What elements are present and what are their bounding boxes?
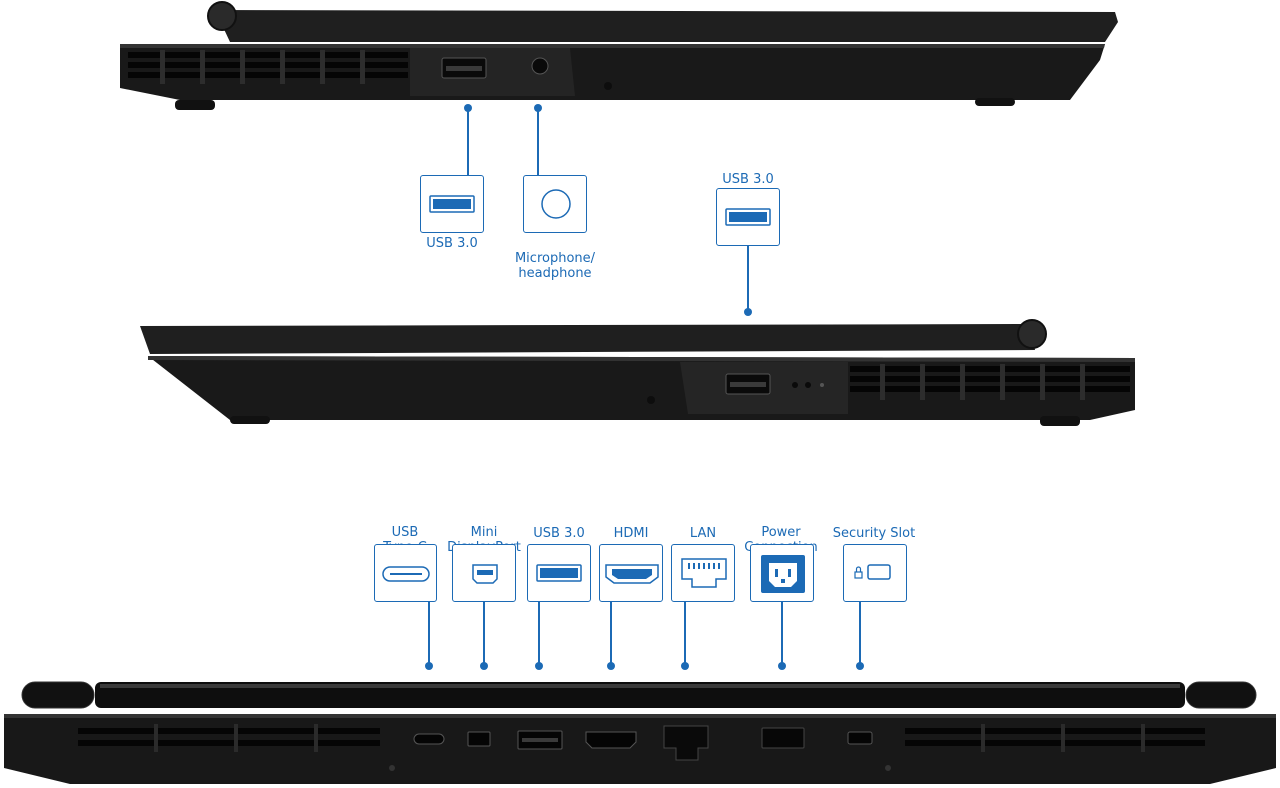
usb-right-leader-line bbox=[747, 246, 749, 312]
audio-leader-dot bbox=[534, 104, 542, 112]
security-leader-dot bbox=[856, 662, 864, 670]
hdmi-leader-dot bbox=[607, 662, 615, 670]
power-leader-line bbox=[781, 602, 783, 664]
usb-a-icon bbox=[716, 188, 780, 246]
audio-label-text: Microphone/ headphone bbox=[514, 251, 596, 281]
audio-leader-line bbox=[537, 108, 539, 176]
power-connector-icon bbox=[750, 544, 814, 602]
laptop-rear-view bbox=[0, 676, 1280, 788]
port-label-audio: Microphone/ headphone bbox=[515, 236, 595, 296]
laptop-right-side-illustration bbox=[140, 319, 1135, 426]
mini-dp-leader-line bbox=[483, 602, 485, 664]
port-label-lan: LAN bbox=[689, 526, 717, 541]
audio-jack-icon bbox=[523, 175, 587, 233]
usb-a-icon bbox=[420, 175, 484, 233]
hdmi-leader-line bbox=[610, 602, 612, 664]
usb-c-leader-line bbox=[428, 602, 430, 664]
usb-rear-leader-dot bbox=[535, 662, 543, 670]
port-label-security: Security Slot bbox=[832, 526, 916, 541]
mini-displayport-icon bbox=[452, 544, 516, 602]
usb-rear-leader-line bbox=[538, 602, 540, 664]
power-leader-dot bbox=[778, 662, 786, 670]
port-label-usb-right: USB 3.0 bbox=[722, 172, 774, 187]
lock-slot-icon bbox=[843, 544, 907, 602]
usb-c-icon bbox=[374, 544, 437, 602]
lan-leader-dot bbox=[681, 662, 689, 670]
usb-a-icon bbox=[527, 544, 591, 602]
ethernet-icon bbox=[671, 544, 735, 602]
port-label-usb: USB 3.0 bbox=[426, 236, 478, 251]
hdmi-icon bbox=[599, 544, 663, 602]
laptop-right-side-view bbox=[0, 310, 1280, 435]
lan-leader-line bbox=[684, 602, 686, 664]
port-label-usb-rear: USB 3.0 bbox=[533, 526, 585, 541]
security-leader-line bbox=[859, 602, 861, 664]
port-label-hdmi: HDMI bbox=[613, 526, 649, 541]
laptop-rear-illustration bbox=[4, 681, 1276, 784]
mini-dp-leader-dot bbox=[480, 662, 488, 670]
usb-leader-dot bbox=[464, 104, 472, 112]
laptop-left-side-illustration bbox=[120, 1, 1118, 110]
laptop-left-side-view bbox=[0, 0, 1280, 120]
usb-right-leader-dot bbox=[744, 308, 752, 316]
usb-leader-line bbox=[467, 108, 469, 176]
usb-c-leader-dot bbox=[425, 662, 433, 670]
